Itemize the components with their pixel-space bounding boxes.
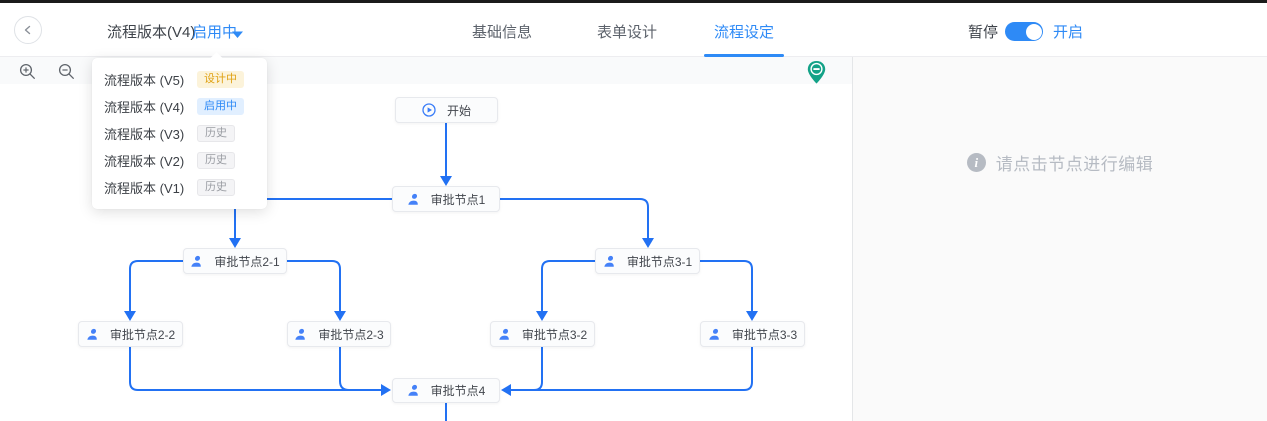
flow-node-approval-3-1[interactable]: 审批节点3-1 [595, 248, 700, 274]
tab-process-settings[interactable]: 流程设定 [714, 24, 775, 41]
version-item-label: 流程版本 (V4) [104, 100, 185, 115]
version-item-v5[interactable]: 流程版本 (V5) 设计中 [92, 66, 267, 93]
edit-hint-text: 请点击节点进行编辑 [995, 155, 1154, 174]
status-badge: 设计中 [197, 71, 244, 88]
node-label: 审批节点3-3 [731, 327, 798, 342]
version-title: 流程版本(V4) [107, 24, 196, 41]
approver-user-icon [294, 328, 307, 341]
flow-node-start[interactable]: 开始 [395, 97, 498, 123]
status-badge: 历史 [197, 125, 235, 142]
approver-user-icon [603, 255, 616, 268]
flow-node-approval-3-3[interactable]: 审批节点3-3 [700, 321, 805, 347]
approver-user-icon [407, 193, 420, 206]
version-item-label: 流程版本 (V3) [104, 127, 185, 142]
approver-user-icon [498, 328, 511, 341]
version-item-v2[interactable]: 流程版本 (V2) 历史 [92, 147, 267, 174]
version-dropdown: 流程版本 (V5) 设计中 流程版本 (V4) 启用中 流程版本 (V3) 历史… [92, 52, 267, 209]
zoom-out-icon[interactable] [58, 63, 75, 80]
status-badge: 启用中 [197, 98, 244, 115]
toggle-knob [1025, 23, 1042, 40]
node-label: 审批节点2-3 [318, 327, 384, 342]
version-caret-down-icon[interactable] [231, 26, 244, 44]
tab-form-design[interactable]: 表单设计 [597, 24, 658, 41]
node-label: 审批节点3-2 [521, 327, 588, 342]
flow-node-approval-4[interactable]: 审批节点4 [392, 378, 500, 403]
approver-user-icon [407, 384, 420, 397]
top-black-bar [0, 0, 1267, 3]
info-icon: i [966, 153, 986, 172]
flow-node-approval-1[interactable]: 审批节点1 [392, 186, 500, 212]
version-status-label[interactable]: 启用中 [192, 24, 238, 41]
version-item-label: 流程版本 (V1) [104, 181, 185, 196]
approver-user-icon [86, 328, 99, 341]
flow-connectors [124, 123, 758, 421]
version-item-v3[interactable]: 流程版本 (V3) 历史 [92, 120, 267, 147]
flow-node-approval-2-1[interactable]: 审批节点2-1 [183, 248, 287, 274]
pause-label: 暂停 [968, 24, 999, 41]
pause-toggle[interactable] [1005, 22, 1043, 41]
node-edit-panel: i 请点击节点进行编辑 [852, 57, 1267, 421]
edit-hint: i 请点击节点进行编辑 [853, 150, 1267, 175]
version-item-v1[interactable]: 流程版本 (V1) 历史 [92, 174, 267, 201]
version-item-v4[interactable]: 流程版本 (V4) 启用中 [92, 93, 267, 120]
node-label: 开始 [446, 103, 471, 118]
tab-basic-info[interactable]: 基础信息 [472, 24, 533, 41]
toggle-state-label: 开启 [1053, 24, 1084, 41]
approver-user-icon [708, 328, 721, 341]
active-tab-underline [704, 54, 784, 57]
play-circle-icon [422, 103, 436, 117]
node-label: 审批节点1 [430, 192, 486, 207]
node-label: 审批节点2-1 [214, 254, 280, 269]
version-item-label: 流程版本 (V5) [104, 73, 185, 88]
approver-user-icon [190, 255, 203, 268]
zoom-in-icon[interactable] [19, 63, 36, 80]
flow-node-approval-3-2[interactable]: 审批节点3-2 [490, 321, 595, 347]
back-button[interactable] [14, 16, 42, 44]
node-label: 审批节点3-1 [626, 254, 693, 269]
map-pin-icon[interactable] [806, 60, 827, 85]
flow-node-approval-2-2[interactable]: 审批节点2-2 [78, 321, 183, 347]
header: 流程版本(V4) 启用中 基础信息 表单设计 流程设定 暂停 开启 [0, 3, 1267, 57]
version-item-label: 流程版本 (V2) [104, 154, 185, 169]
flow-node-approval-2-3[interactable]: 审批节点2-3 [287, 321, 391, 347]
status-badge: 历史 [197, 152, 235, 169]
node-label: 审批节点2-2 [109, 327, 176, 342]
chevron-left-icon [24, 25, 31, 35]
node-label: 审批节点4 [430, 384, 486, 398]
status-badge: 历史 [197, 179, 235, 196]
